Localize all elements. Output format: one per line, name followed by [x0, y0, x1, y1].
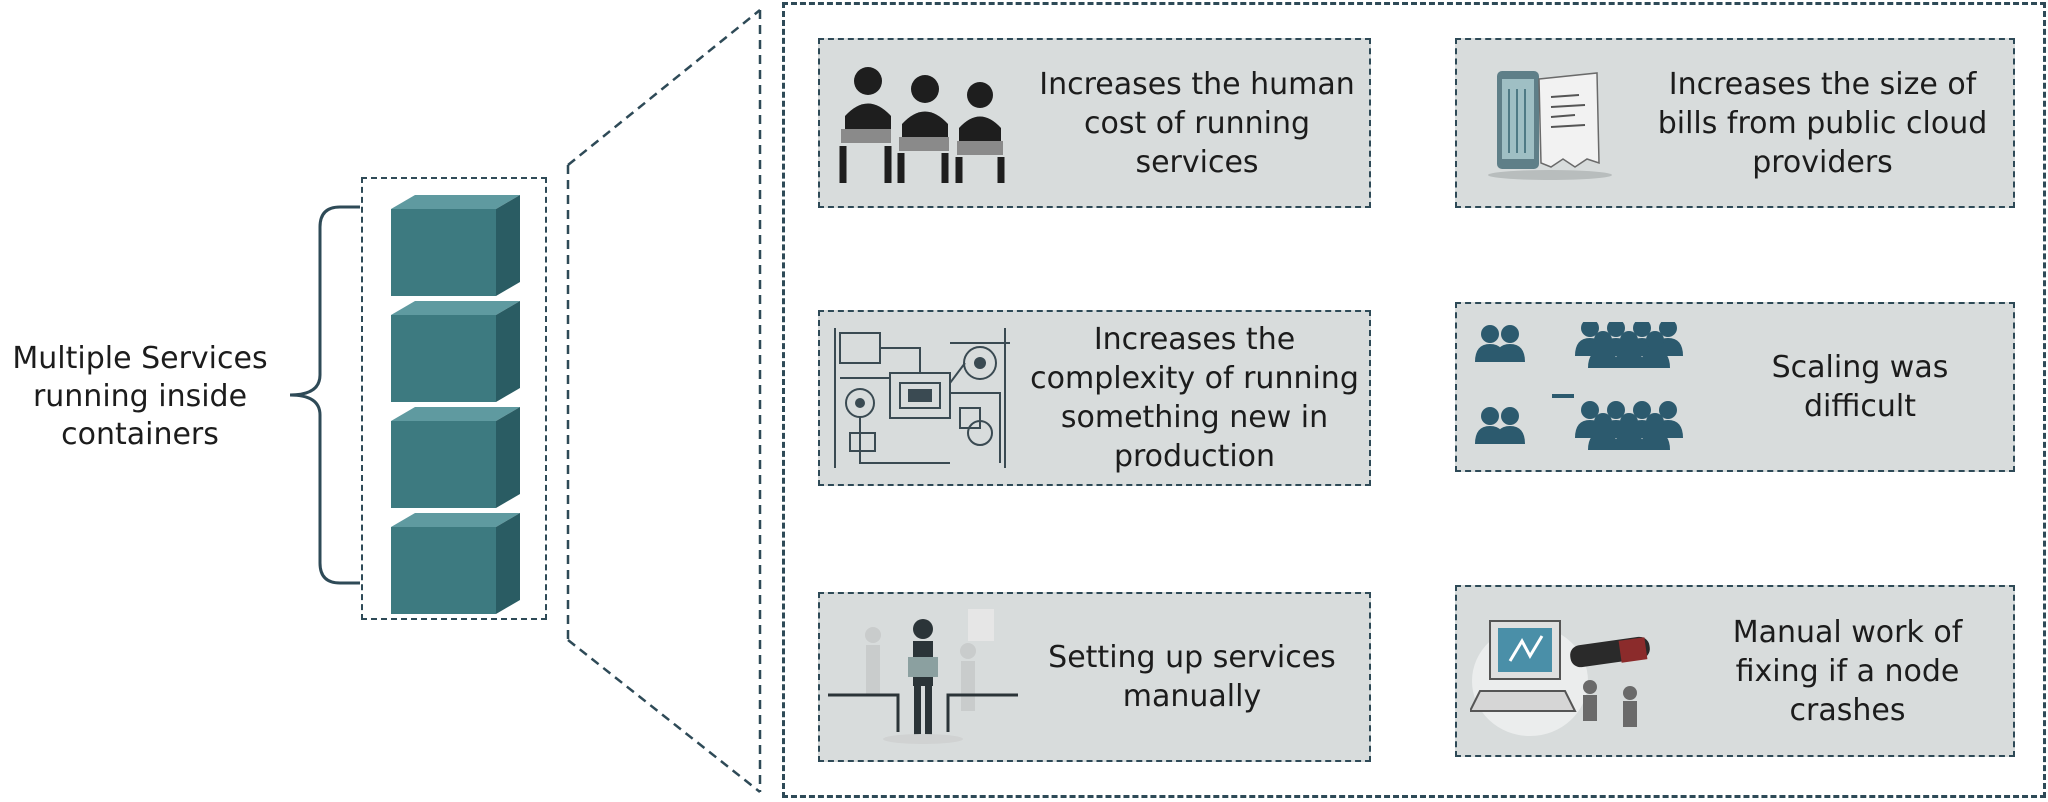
containers-box — [361, 177, 547, 620]
card-node-crash: Manual work of fixing if a node crashes — [1455, 585, 2015, 757]
card-text: Setting up services manually — [1048, 640, 1336, 714]
problems-panel — [782, 2, 2046, 798]
container-cube — [391, 513, 520, 614]
container-cube — [391, 407, 520, 508]
container-cube — [391, 195, 520, 296]
scaling-people-groups-icon — [1457, 322, 1717, 452]
card-human-cost: Increases the human cost of running serv… — [818, 38, 1371, 208]
phone-bill-receipt-icon — [1457, 63, 1642, 183]
card-scaling: Scaling was difficult — [1455, 302, 2015, 472]
card-text: Increases the size of bills from public … — [1657, 66, 1988, 180]
card-text: Increases the human cost of running serv… — [1039, 66, 1355, 180]
left-label: Multiple Services running inside contain… — [12, 341, 268, 452]
card-text: Scaling was difficult — [1771, 350, 1949, 424]
curly-brace — [289, 205, 360, 585]
card-manual-setup: Setting up services manually — [818, 592, 1371, 762]
container-cube — [391, 301, 520, 402]
broken-computer-repair-icon — [1457, 601, 1692, 741]
card-text: Manual work of fixing if a node crashes — [1732, 614, 1963, 728]
manual-setup-person-icon — [820, 607, 1025, 747]
workers-at-laptops-icon — [820, 61, 1035, 186]
card-text: Increases the complexity of running some… — [1030, 322, 1359, 474]
card-complexity: Increases the complexity of running some… — [818, 310, 1371, 486]
complex-machinery-icon — [820, 323, 1030, 473]
card-cloud-bills: Increases the size of bills from public … — [1455, 38, 2015, 208]
